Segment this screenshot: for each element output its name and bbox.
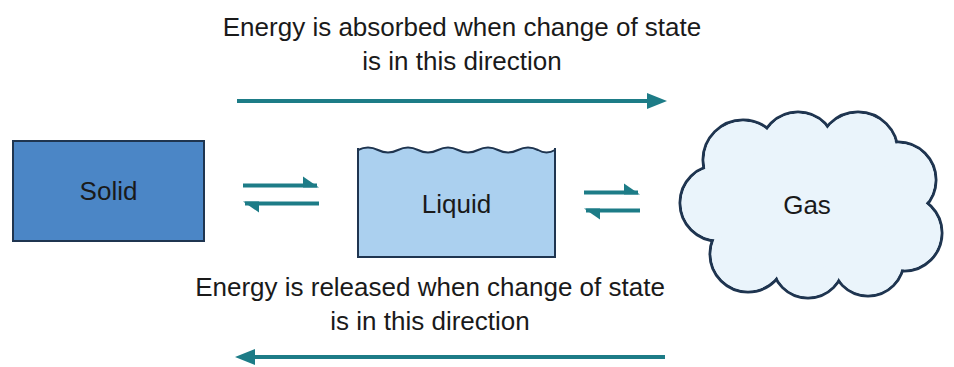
state-change-harpoon xyxy=(243,202,319,213)
cloud-core xyxy=(708,144,908,268)
harpoon-head xyxy=(243,202,259,213)
harpoon-head xyxy=(624,184,640,195)
state-change-harpoon xyxy=(243,177,319,188)
energy-note: Energy is absorbed when change of state … xyxy=(217,10,707,78)
liquid-surface xyxy=(358,148,555,153)
harpoon-head xyxy=(303,177,319,188)
liquid-fill xyxy=(358,148,555,258)
energy-note: Energy is released when change of state … xyxy=(185,270,675,338)
released-arrow-line xyxy=(252,355,665,359)
container-wall xyxy=(358,148,555,257)
solid-box: Solid xyxy=(12,140,205,242)
liquid-container: Liquid xyxy=(357,138,556,258)
gas-cloud: Gas xyxy=(668,108,946,302)
absorbed-arrow-line xyxy=(237,99,650,103)
state-change-harpoon xyxy=(584,184,640,195)
absorbed-arrow-head xyxy=(647,93,667,109)
released-arrow-head xyxy=(235,349,255,365)
state-name: Gas xyxy=(783,189,831,221)
harpoon-head xyxy=(584,209,600,220)
state-change-harpoon xyxy=(584,209,640,220)
state-name: Liquid xyxy=(422,188,491,220)
state-name: Solid xyxy=(80,175,138,207)
